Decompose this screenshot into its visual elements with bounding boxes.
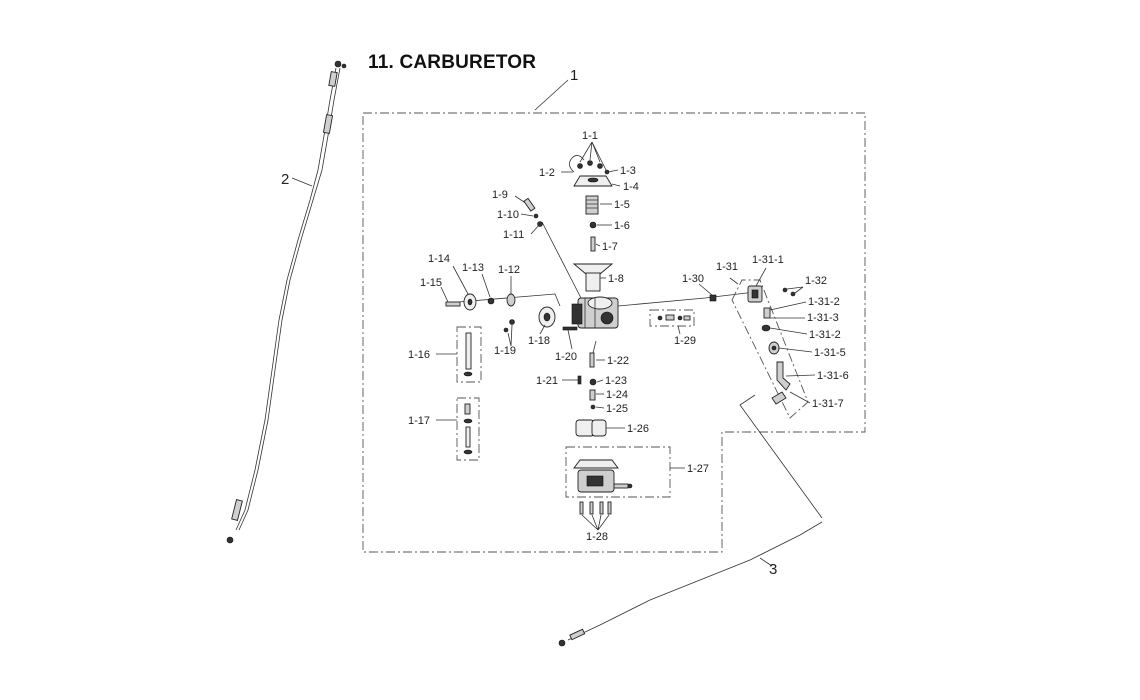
callout-1-31-6: 1-31-6	[817, 370, 849, 382]
callout-1-2: 1-2	[539, 167, 555, 179]
assembly-1-outline	[362, 112, 866, 553]
callout-1-22: 1-22	[607, 355, 629, 367]
part-1-16-box	[436, 326, 482, 383]
callout-1-31-2a: 1-31-2	[808, 296, 840, 308]
callout-1-13: 1-13	[462, 262, 484, 274]
callout-1-31: 1-31	[716, 261, 738, 273]
callout-1-31-2b: 1-31-2	[809, 329, 841, 341]
callout-1-9: 1-9	[492, 189, 508, 201]
callout-1-31-1: 1-31-1	[752, 254, 784, 266]
callout-1-16: 1-16	[408, 349, 430, 361]
callout-1-23: 1-23	[605, 375, 627, 387]
callout-1-4: 1-4	[623, 181, 639, 193]
callout-1-31-7: 1-31-7	[812, 398, 844, 410]
callout-1-31-3: 1-31-3	[807, 312, 839, 324]
callout-1-7: 1-7	[602, 241, 618, 253]
callout-1-31-5: 1-31-5	[814, 347, 846, 359]
callout-1-12: 1-12	[498, 264, 520, 276]
callout-1-20: 1-20	[555, 351, 577, 363]
callout-1-8: 1-8	[608, 273, 624, 285]
callout-1-30: 1-30	[682, 273, 704, 285]
callout-1-3: 1-3	[620, 165, 636, 177]
callout-1-14: 1-14	[428, 253, 450, 265]
callout-1-27: 1-27	[687, 463, 709, 475]
callout-1-15: 1-15	[420, 277, 442, 289]
choke-group-1-31	[729, 267, 816, 419]
callout-3: 3	[769, 561, 777, 578]
callout-1-11: 1-11	[503, 229, 524, 241]
callout-1-10: 1-10	[497, 209, 519, 221]
callout-1-6: 1-6	[614, 220, 630, 232]
callout-1-25: 1-25	[606, 403, 628, 415]
leader-2	[291, 177, 313, 187]
callout-1-1: 1-1	[582, 130, 598, 142]
shaft-line	[445, 291, 756, 307]
callout-1-21: 1-21	[536, 375, 558, 387]
carburetor-body	[571, 296, 619, 329]
callout-1-28: 1-28	[586, 531, 608, 543]
throttle-cable-2	[226, 60, 347, 544]
top-cap-parts	[569, 155, 614, 292]
leader-lines	[514, 141, 621, 301]
choke-cable-3	[558, 394, 823, 647]
callout-1-24: 1-24	[606, 389, 628, 401]
leader-1	[534, 79, 569, 111]
callout-2: 2	[281, 171, 289, 188]
diagram-title: 11. CARBURETOR	[368, 52, 537, 73]
part-1-30	[698, 283, 717, 302]
callout-1: 1	[570, 67, 578, 84]
lower-body-parts	[503, 306, 605, 410]
float-1-26	[575, 419, 625, 437]
left-side-parts	[440, 265, 516, 311]
callout-1-17: 1-17	[408, 415, 430, 427]
callout-1-5: 1-5	[614, 199, 630, 211]
part-1-17-box	[436, 397, 480, 461]
callout-1-26: 1-26	[627, 423, 649, 435]
callout-1-32: 1-32	[805, 275, 827, 287]
callout-1-18: 1-18	[528, 335, 550, 347]
screws-1-28	[579, 501, 612, 531]
callout-1-29: 1-29	[674, 335, 696, 347]
callout-1-19: 1-19	[494, 345, 516, 357]
leader-3	[759, 557, 773, 567]
idle-screw-parts	[523, 197, 543, 227]
part-1-29-box	[649, 309, 695, 335]
float-bowl-1-27	[565, 446, 685, 498]
